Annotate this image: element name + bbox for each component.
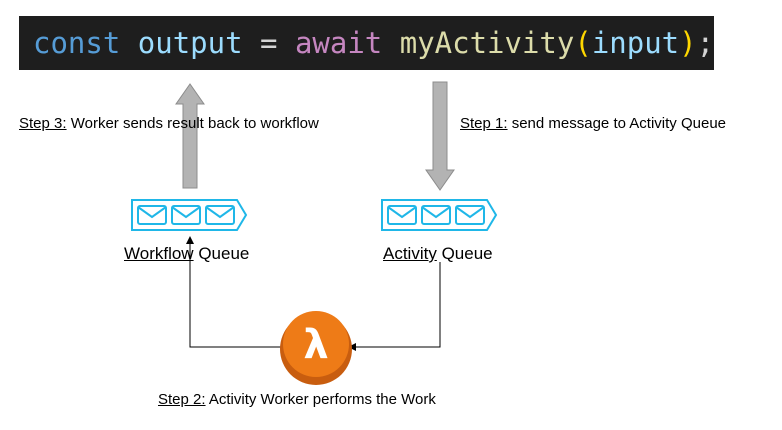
step2-label: Step 2: Activity Worker performs the Wor…	[158, 391, 436, 408]
down-arrow	[425, 81, 455, 191]
lambda-arrowhead	[348, 343, 356, 351]
code-semicolon: ;	[696, 26, 715, 60]
step2-prefix: Step 2:	[158, 391, 206, 408]
activity-queue-name: Activity	[383, 244, 437, 263]
code-operator: =	[260, 26, 278, 60]
activity-queue-label: Activity Queue	[383, 244, 493, 264]
activity-queue-icon	[381, 199, 498, 231]
lambda-to-workflow-connector	[189, 242, 282, 348]
step1-prefix: Step 1:	[460, 115, 508, 132]
step3-prefix: Step 3:	[19, 115, 67, 132]
lambda-icon: λ	[280, 311, 352, 385]
step2-text: Activity Worker performs the Work	[205, 391, 436, 408]
code-await: await	[294, 26, 383, 60]
code-function: myActivity	[399, 26, 575, 60]
code-variable: output	[137, 26, 243, 60]
workflow-queue-icon	[131, 199, 248, 231]
activity-queue-suffix: Queue	[436, 244, 493, 263]
workflow-queue-name: Workflow	[124, 244, 194, 263]
step1-label: Step 1: send message to Activity Queue	[460, 115, 726, 132]
code-param: input	[591, 26, 680, 60]
code-line: const output = await myActivity(input);	[19, 16, 714, 70]
workflow-queue-label: Workflow Queue	[124, 244, 249, 264]
code-paren-open: (	[574, 26, 592, 60]
step1-text: send message to Activity Queue	[507, 115, 726, 132]
code-paren-close: )	[679, 26, 697, 60]
workflow-arrowhead	[186, 236, 194, 244]
up-arrow	[175, 83, 205, 189]
activity-to-lambda-connector	[354, 262, 441, 348]
workflow-queue-suffix: Queue	[193, 244, 250, 263]
step3-text: Worker sends result back to workflow	[66, 115, 319, 132]
lambda-glyph: λ	[303, 322, 328, 368]
step3-label: Step 3: Worker sends result back to work…	[19, 115, 319, 132]
code-keyword: const	[33, 26, 121, 60]
